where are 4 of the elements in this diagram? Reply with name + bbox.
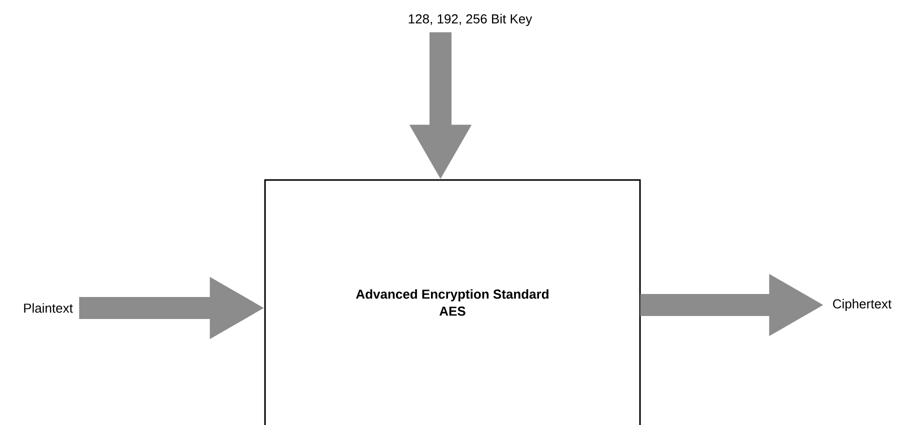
text-label: Plaintext bbox=[24, 303, 73, 313]
text-label: Ciphertext bbox=[833, 298, 892, 312]
process-box: Advanced Encryption Standard AES bbox=[264, 179, 641, 425]
text-label: 128, 192, 256 Bit Key bbox=[408, 14, 532, 26]
